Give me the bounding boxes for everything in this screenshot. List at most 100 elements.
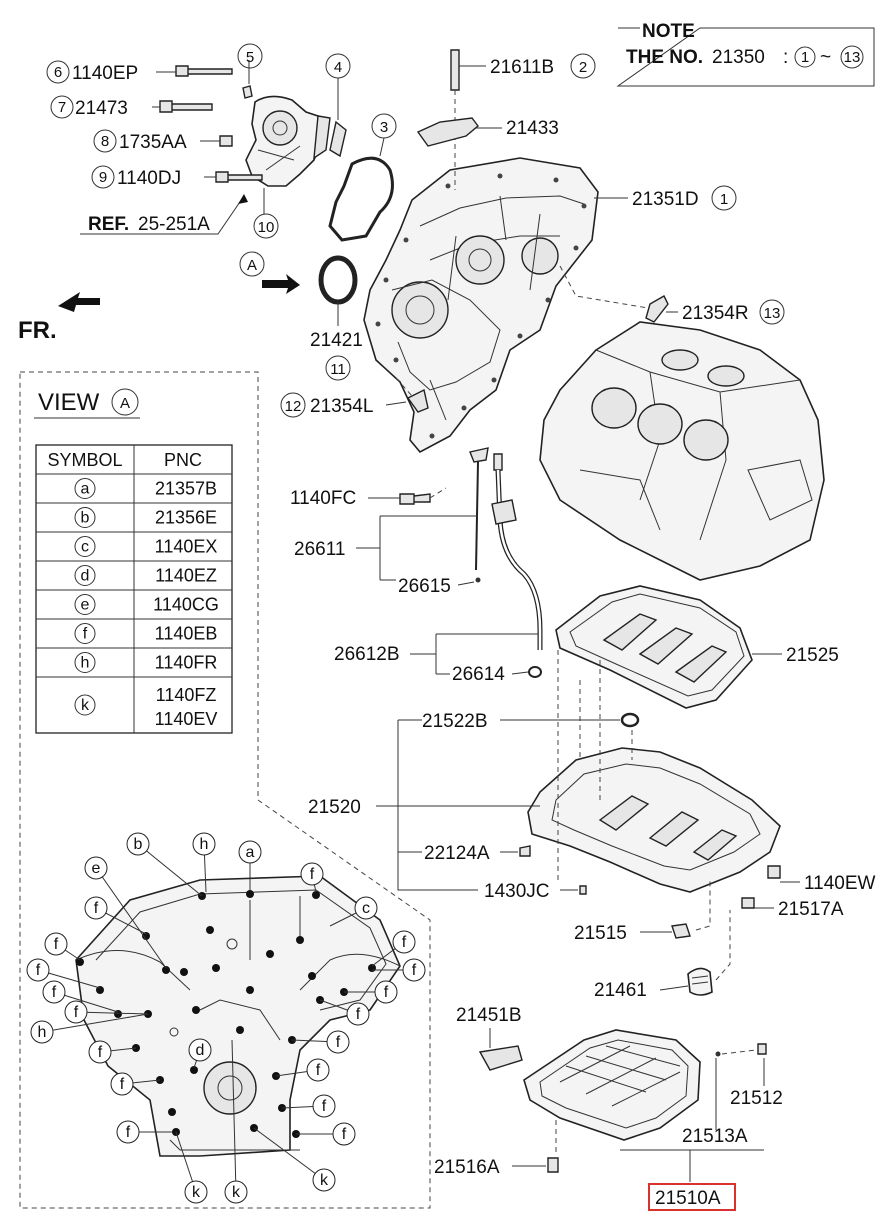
table-symbol-circle xyxy=(74,478,96,499)
table-pnc: 1140FR xyxy=(155,653,218,673)
table-symbol-circle xyxy=(74,623,96,644)
svg-text:26615: 26615 xyxy=(398,576,451,597)
callout-21354L: 12 21354L xyxy=(280,377,429,418)
svg-text:11: 11 xyxy=(330,361,346,378)
symbol-callout-e xyxy=(84,856,108,880)
symbol-callout-f xyxy=(306,1058,330,1082)
svg-text:26614: 26614 xyxy=(452,664,505,685)
lower-oil-pan xyxy=(478,1029,767,1173)
lower-pan-leaders xyxy=(489,1028,765,1182)
view-a-panel: VIEW A xyxy=(19,371,431,1209)
symbol-callout-f xyxy=(346,1002,370,1026)
symbol-callout-f xyxy=(392,930,416,954)
svg-text:21354L: 21354L xyxy=(310,396,373,417)
symbol-callout-label-f: f xyxy=(98,1044,103,1061)
table-symbol-circle xyxy=(74,652,96,673)
symbol-callout-f xyxy=(312,1094,336,1118)
symbol-callout-label-f: f xyxy=(356,1006,361,1023)
symbol-callout-f xyxy=(332,1122,356,1146)
callout-21513A: 21513A xyxy=(682,1126,748,1147)
svg-text:21461: 21461 xyxy=(594,980,647,1001)
symbol-callout-label-f: f xyxy=(54,936,59,953)
table-symbol: d xyxy=(81,568,90,585)
svg-text:21421: 21421 xyxy=(310,330,363,351)
callout-21510A-highlighted: 21510A xyxy=(648,1183,736,1211)
symbol-callout-f xyxy=(402,958,426,982)
symbol-callout-a xyxy=(238,840,262,864)
callout-10: 10 xyxy=(253,213,279,239)
symbol-callout-label-f: f xyxy=(412,962,417,979)
svg-text:21473: 21473 xyxy=(75,98,128,119)
callout-1735AA: 8 1735AA xyxy=(93,129,187,153)
symbol-callout-d xyxy=(188,1038,212,1062)
svg-text:21512: 21512 xyxy=(730,1088,783,1109)
table-pnc: 1140EZ xyxy=(155,566,217,586)
symbol-callout-k xyxy=(312,1168,336,1192)
callout-1140EP: 6 1140EP xyxy=(46,60,138,84)
dipstick-assembly xyxy=(399,447,543,678)
callout-21473: 7 21473 xyxy=(50,95,128,119)
svg-text:10: 10 xyxy=(258,219,275,236)
symbol-callout-f xyxy=(116,1120,140,1144)
svg-text:22124A: 22124A xyxy=(424,843,490,864)
callout-1140DJ: 9 1140DJ xyxy=(91,165,181,189)
callout-21512: 21512 xyxy=(730,1088,783,1109)
symbol-callout-f xyxy=(110,1072,134,1096)
callout-1140EW: 1140EW xyxy=(804,873,876,894)
svg-text:1140EP: 1140EP xyxy=(72,63,138,84)
view-a-arrow: A xyxy=(239,251,300,294)
table-pnc: 1140EV xyxy=(155,709,218,729)
table-symbol-circle xyxy=(74,694,96,716)
svg-text:4: 4 xyxy=(334,59,342,76)
symbol-callout-label-b: b xyxy=(134,836,143,853)
upper-oil-pan xyxy=(519,650,781,996)
note-prefix: THE NO. xyxy=(626,47,703,68)
symbol-callout-label-f: f xyxy=(94,900,99,917)
svg-text:1140EW: 1140EW xyxy=(804,873,876,894)
table-pnc: 21357B xyxy=(155,479,217,499)
callout-21525: 21525 xyxy=(786,645,839,666)
symbol-callout-k xyxy=(184,1180,208,1204)
table-pnc: 1140EX xyxy=(155,537,218,557)
callout-21520: 21520 xyxy=(308,797,361,818)
bearing-cap-ladder-frame: 21525 xyxy=(555,585,839,709)
view-a-engine-front xyxy=(75,875,401,1157)
symbol-callout-label-h: h xyxy=(200,836,209,853)
symbol-callout-label-f: f xyxy=(52,984,57,1001)
callout-26614: 26614 xyxy=(452,664,529,685)
svg-text:21351D: 21351D xyxy=(632,189,699,210)
callout-21516A: 21516A xyxy=(434,1157,500,1178)
ref-prefix: REF. xyxy=(88,214,129,235)
symbol-callout-f xyxy=(84,896,108,920)
callout-21421: 21421 11 xyxy=(310,255,363,381)
symbol-callout-f xyxy=(44,932,68,956)
water-pump-leaders xyxy=(152,60,265,214)
symbol-callout-f xyxy=(26,958,50,982)
front-direction-arrow: FR. xyxy=(18,292,100,344)
svg-text:1: 1 xyxy=(720,191,728,208)
table-pnc: 1140CG xyxy=(153,595,219,615)
table-symbol: k xyxy=(81,697,90,714)
callout-21354R: 21354R 13 xyxy=(559,265,785,325)
callout-26612B: 26612B xyxy=(334,633,538,675)
table-symbol: a xyxy=(81,481,90,498)
svg-text:21510A: 21510A xyxy=(655,1188,721,1209)
table-header-symbol: SYMBOL xyxy=(47,450,122,470)
view-a-marker: A xyxy=(247,257,257,274)
callout-22124A: 22124A xyxy=(424,843,490,864)
table-symbol-circle xyxy=(74,594,96,615)
symbol-callout-label-f: f xyxy=(36,962,41,979)
svg-text:1430JC: 1430JC xyxy=(484,881,550,902)
callout-21461: 21461 xyxy=(594,980,647,1001)
svg-text:21515: 21515 xyxy=(574,923,627,944)
cylinder-block xyxy=(539,321,825,581)
symbol-callout-label-f: f xyxy=(74,1004,79,1021)
symbol-callout-label-f: f xyxy=(384,984,389,1001)
table-pnc: 1140FZ xyxy=(156,685,217,705)
table-symbol: b xyxy=(81,510,90,527)
note-colon: : xyxy=(783,47,788,68)
symbol-callout-label-f: f xyxy=(120,1076,125,1093)
table-symbol: c xyxy=(81,539,89,556)
